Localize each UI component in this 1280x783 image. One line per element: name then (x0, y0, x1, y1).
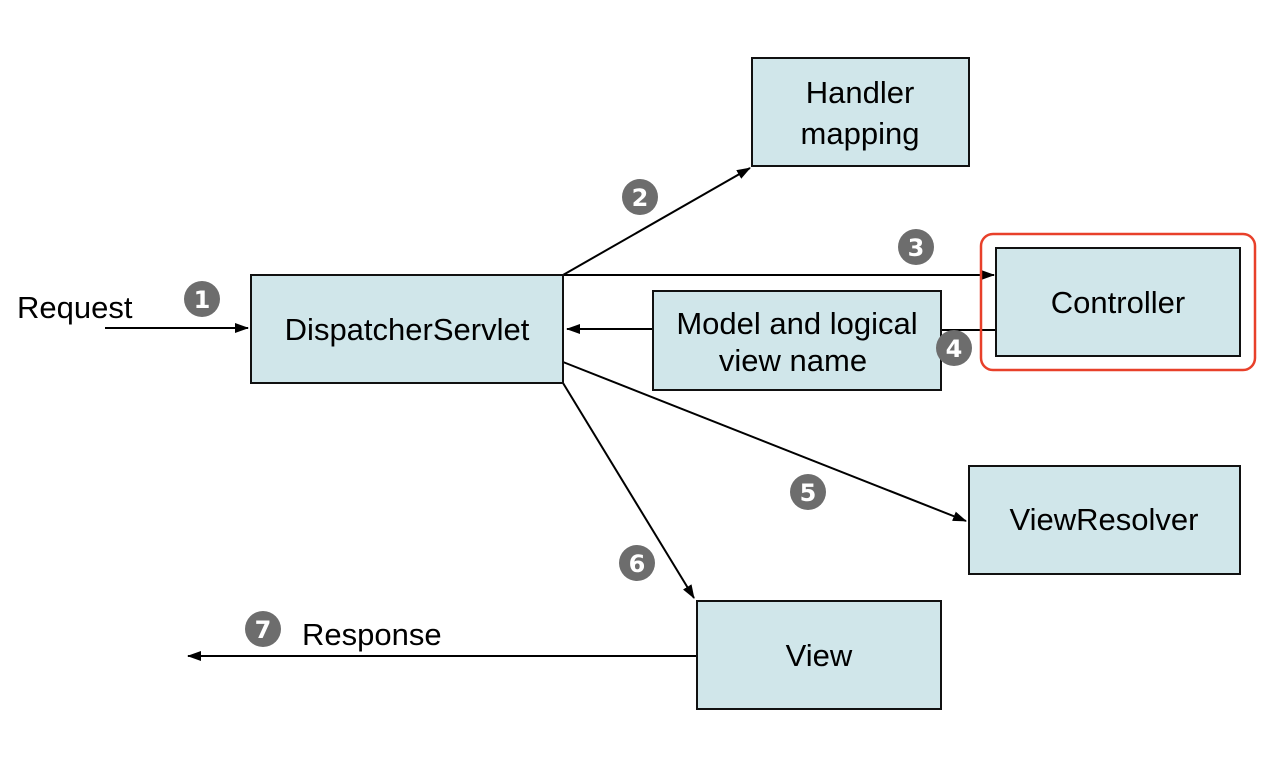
view-label: View (786, 638, 853, 673)
step-badge-2: 2 (622, 179, 658, 215)
controller-node: Controller (995, 247, 1241, 357)
step-badge-1: 1 (184, 281, 220, 317)
view-node: View (696, 600, 942, 710)
edge-dispatcher-to-handler-mapping (562, 167, 751, 276)
step-number-4: 4 (946, 335, 963, 363)
view-resolver-label: ViewResolver (1010, 502, 1199, 537)
step-number-7: 7 (255, 616, 272, 644)
dispatcher-servlet-label: DispatcherServlet (285, 312, 530, 347)
dispatcher-servlet-node: DispatcherServlet (250, 274, 564, 384)
step-number-2: 2 (632, 184, 649, 212)
step-number-3: 3 (908, 234, 925, 262)
controller-highlight-frame (979, 232, 1257, 372)
handler-mapping-label-line1: Handler (806, 75, 915, 110)
step-number-1: 1 (194, 286, 211, 314)
step-badge-5: 5 (790, 474, 826, 510)
handler-mapping-label-line2: mapping (801, 116, 920, 151)
view-resolver-node: ViewResolver (968, 465, 1241, 575)
step-badge-7: 7 (245, 611, 281, 647)
model-label-line1: Model and logical (676, 306, 917, 341)
step-number-5: 5 (800, 479, 817, 507)
step-number-6: 6 (629, 550, 646, 578)
response-label: Response (302, 617, 442, 652)
step-badge-6: 6 (619, 545, 655, 581)
handler-mapping-node: Handler mapping (751, 57, 970, 167)
model-label-line2: view name (719, 343, 867, 378)
request-label: Request (17, 290, 133, 325)
step-badge-3: 3 (898, 229, 934, 265)
controller-label: Controller (1051, 285, 1185, 320)
edge-dispatcher-to-view-resolver (562, 361, 967, 522)
step-badge-4: 4 (936, 330, 972, 366)
model-and-view-name-node: Model and logical view name (652, 290, 942, 391)
edge-dispatcher-to-view (562, 382, 695, 599)
